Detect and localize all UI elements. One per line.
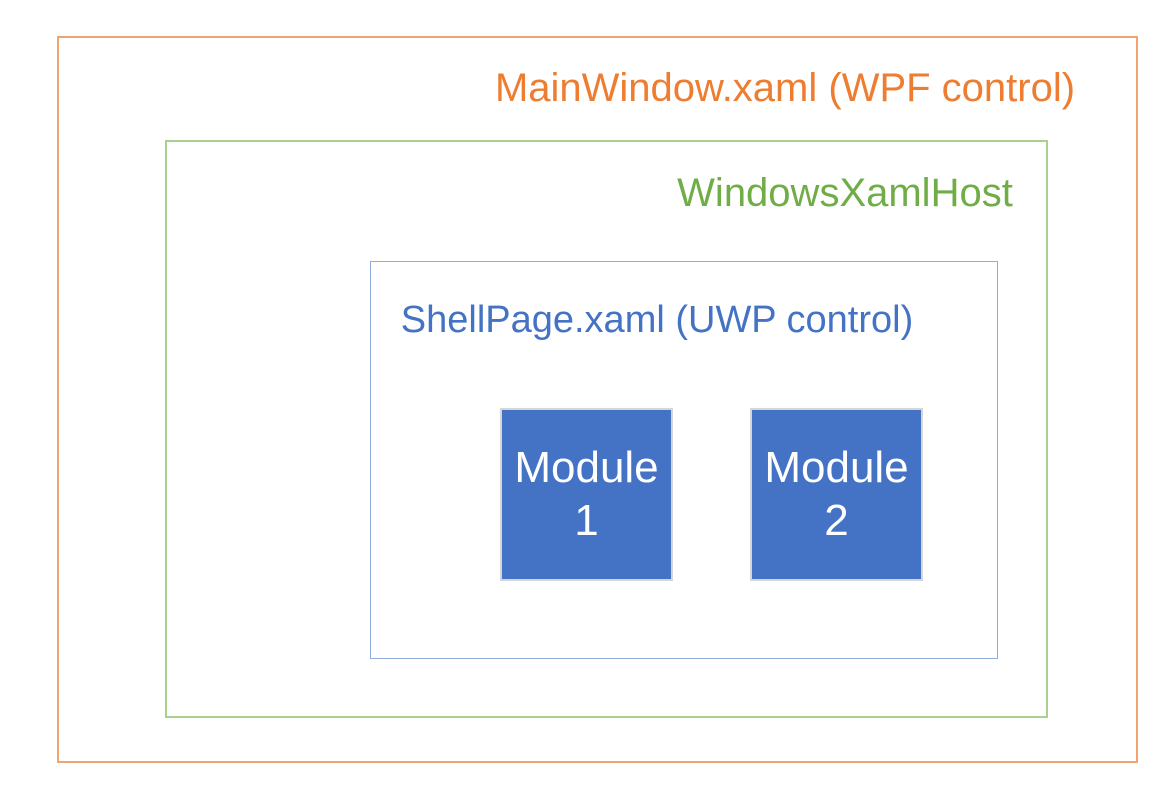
shellpage-uwp-label: ShellPage.xaml (UWP control) [400, 299, 914, 341]
module-2-label-line-1: Module [764, 442, 909, 492]
windowsxamlhost-label: WindowsXamlHost [677, 171, 1013, 215]
module-1-box: Module 1 [500, 408, 673, 581]
mainwindow-wpf-box: MainWindow.xaml (WPF control) WindowsXam… [57, 36, 1138, 763]
module-2-box: Module 2 [750, 408, 923, 581]
module-1-label-line-1: Module [514, 442, 659, 492]
windowsxamlhost-box: WindowsXamlHost ShellPage.xaml (UWP cont… [165, 140, 1048, 718]
module-2-label-line-2: 2 [824, 495, 849, 545]
module-1-label-line-2: 1 [574, 495, 599, 545]
mainwindow-wpf-label: MainWindow.xaml (WPF control) [494, 66, 1076, 110]
shellpage-uwp-box: ShellPage.xaml (UWP control) Module 1 Mo… [370, 261, 998, 659]
